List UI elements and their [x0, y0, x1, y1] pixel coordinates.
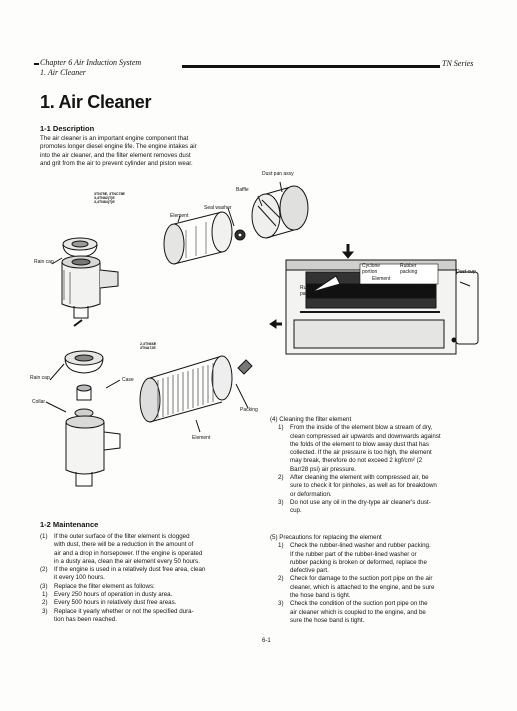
description-line: The air cleaner is an important engine c…	[40, 135, 189, 142]
description-heading: 1-1 Description	[40, 124, 95, 133]
packing-label: Packing	[240, 407, 258, 413]
description-line: promotes longer diesel engine life. The …	[40, 143, 197, 151]
rubber-packing-left-label: Rubber packing	[300, 285, 318, 297]
precautions-heading: (5) Precautions for replacing the elemen…	[270, 534, 382, 541]
page-number: 6-1	[262, 638, 271, 644]
dust-pan-assy-label: Dust pan assy	[262, 171, 294, 177]
rubber-packing-top-label: Rubber packing	[400, 263, 418, 275]
cleaning-item: 2) After cleaning the element with compr…	[278, 474, 437, 498]
precautions-item: 1) Check the rubber-lined washer and rub…	[278, 542, 431, 575]
cleaning-heading: (4) Cleaning the filter element	[270, 416, 352, 423]
rain-cap-top-label: Rain cap	[34, 259, 54, 265]
maintenance-item: (1) If the outer surface of the filter e…	[40, 533, 203, 565]
rain-cap-mid-label: Rain cap	[30, 375, 50, 381]
cleaning-section: (4) Cleaning the filter element 1) From …	[270, 416, 490, 516]
header-dash	[34, 63, 39, 65]
maintenance-subitem: 2) Every 500 hours in relatively dust fr…	[42, 599, 177, 607]
dust-cup-label: Dust cup	[456, 269, 476, 275]
collar-label: Collar	[32, 399, 46, 405]
precautions-section: (5) Precautions for replacing the elemen…	[270, 534, 490, 625]
baffle-label: Baffle	[236, 187, 249, 193]
maintenance-subitem: 3) Replace it yearly whether or not the …	[42, 607, 194, 623]
models-top-label: 3TN75E, 3TNC78E 3,4TN82(T)E 3,4TN84(T)E	[94, 192, 125, 205]
maintenance-item: (2) If the engine is used in a relativel…	[40, 566, 206, 582]
description-body: The air cleaner is an important engine c…	[40, 135, 270, 168]
models-mid-label: 2,3TN66E 3TNA72E	[140, 342, 157, 351]
header-series: TN Series	[442, 59, 474, 68]
maintenance-subitem: 1) Every 250 hours of operation in dusty…	[42, 591, 173, 599]
case-label: Case	[122, 377, 134, 383]
maintenance-heading: 1-2 Maintenance	[40, 520, 99, 529]
description-section: 1-1 Description The air cleaner is an im…	[40, 124, 270, 168]
precautions-item: 2) Check for damage to the suction port …	[278, 575, 435, 600]
description-line: into the air cleaner, and the filter ele…	[40, 151, 191, 159]
header-rule	[182, 65, 440, 68]
header-section: 1. Air Cleaner	[40, 68, 86, 77]
cleaning-item: 3) Do not use any oil in the dry-type ai…	[278, 498, 431, 515]
cleaning-item: 1) From the inside of the element blow a…	[278, 424, 441, 473]
cyclone-portion-label: Cyclone portion	[362, 263, 381, 275]
seal-washer-label: Seal washer	[204, 205, 232, 211]
element-mid-label: Element	[192, 435, 211, 441]
page-title: 1. Air Cleaner	[40, 92, 152, 112]
maintenance-item: (3) Replace the filter element as follow…	[40, 582, 155, 590]
maintenance-section: 1-2 Maintenance (1) If the outer surface…	[40, 520, 276, 624]
header-chapter: Chapter 6 Air Induction System	[40, 58, 142, 67]
precautions-item: 3) Check the condition of the suction po…	[278, 600, 428, 624]
element-top-label: Element	[170, 213, 189, 219]
element-right-label: Element	[372, 276, 391, 282]
description-line: and grit from the air to prevent cylinde…	[40, 159, 193, 167]
